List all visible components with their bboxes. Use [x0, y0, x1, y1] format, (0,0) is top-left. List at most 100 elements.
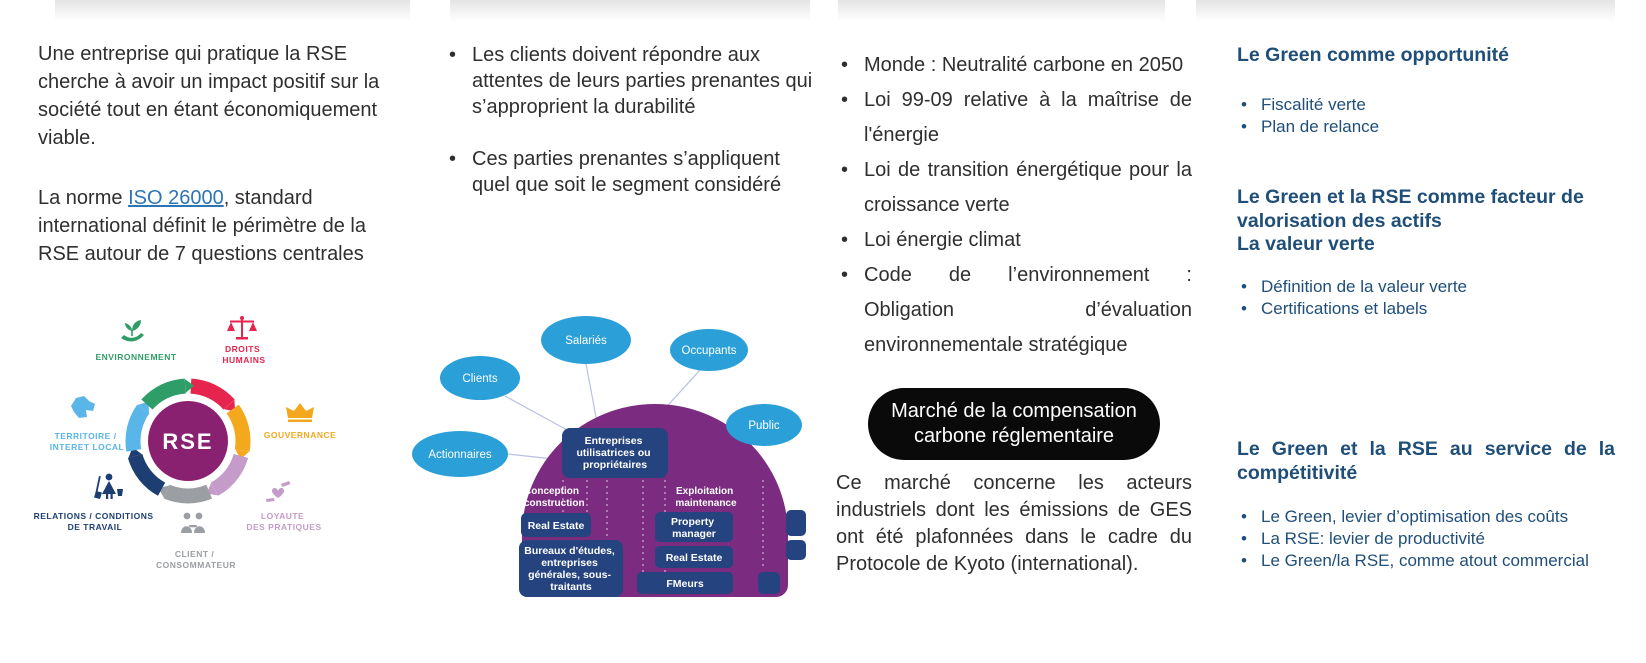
ring-arrow-droits	[223, 399, 236, 412]
bullet-item: Loi énergie climat	[836, 223, 1192, 258]
property-manager-box	[655, 512, 733, 542]
list-valeur-verte: Définition de la valeur verte Certificat…	[1237, 276, 1615, 320]
real-estate-left-label: Real Estate	[528, 520, 585, 532]
fmeurs-label: FMeurs	[666, 578, 704, 590]
bullet-item: Le Green/la RSE, comme atout commercial	[1237, 550, 1615, 572]
worker-icon	[94, 473, 123, 499]
rse-label-relations: RELATIONS / CONDITIONS DE TRAVAIL	[34, 511, 157, 532]
heading-text: Le Green comme opportunité	[1237, 44, 1509, 66]
pill-line-2: carbone réglementaire	[913, 425, 1115, 447]
ring-arrow-territoire	[137, 401, 149, 414]
dashed-separators	[562, 480, 764, 594]
iso-26000-link[interactable]: ISO 26000	[128, 187, 224, 209]
ring-segment-relations	[127, 453, 166, 496]
iso-paragraph-suffix: , standard international définit le péri…	[38, 187, 366, 265]
clipped-box-fragment	[786, 510, 806, 536]
rse-label-client: CLIENT / CONSOMMATEUR	[156, 549, 236, 570]
heading-valorisation-actifs: Le Green et la RSE comme facteur de valo…	[1237, 186, 1615, 257]
bullet-item: Monde : Neutralité carbone en 2050	[836, 48, 1192, 83]
bullet-item: Plan de relance	[1237, 116, 1615, 138]
occupants-ellipse	[670, 329, 748, 371]
list-green-opportunite: Fiscalité verte Plan de relance	[1237, 94, 1615, 138]
ring-segment-droits	[190, 378, 235, 410]
real-estate-right-label: Real Estate	[666, 552, 723, 564]
fmeurs-box	[637, 572, 733, 594]
column-rse-intro: Une entreprise qui pratique la RSE cherc…	[38, 40, 400, 268]
salaries-label: Salariés	[565, 335, 607, 347]
top-banner-fade-2	[450, 0, 810, 24]
plant-hand-icon	[121, 320, 144, 342]
bullet-item: Fiscalité verte	[1237, 94, 1615, 116]
rse-ring: RSE	[125, 378, 251, 504]
heading-competitivite: Le Green et la RSE au service de la comp…	[1237, 438, 1615, 485]
rse-label-environnement: ENVIRONNEMENT	[95, 352, 176, 362]
ring-segment-client	[163, 484, 213, 504]
bullet-item: Les clients doivent répondre aux attente…	[444, 42, 816, 120]
bullet-item: Définition de la valeur verte	[1237, 276, 1615, 298]
iso-paragraph: La norme ISO 26000, standard internation…	[38, 184, 400, 268]
actionnaires-ellipse	[412, 431, 508, 477]
salaries-ellipse	[541, 316, 631, 364]
bullet-item: Loi 99-09 relative à la maîtrise de l'én…	[836, 83, 1192, 153]
bullet-item: Loi de transition énergétique pour la cr…	[836, 153, 1192, 223]
bullet-item: La RSE: levier de productivité	[1237, 528, 1615, 550]
clipped-box-fragment	[786, 540, 806, 560]
clipped-box-fragment	[758, 572, 780, 594]
rse-label-gouvernance: GOUVERNANCE	[264, 430, 337, 440]
real-estate-left-box	[521, 513, 591, 537]
ring-segment-environnement	[141, 378, 186, 410]
ring-arrow-gouvernance	[235, 449, 250, 460]
heading-green-opportunite: Le Green comme opportunité	[1237, 44, 1615, 68]
intro-paragraph: Une entreprise qui pratique la RSE cherc…	[38, 43, 380, 149]
heading-text: Le Green et la RSE comme facteur de valo…	[1237, 186, 1615, 257]
column-parties-prenantes: Les clients doivent répondre aux attente…	[444, 42, 816, 198]
rse-center-circle	[148, 401, 228, 481]
rse-label-droits-humains: DROITS HUMAINS	[222, 344, 265, 365]
top-banner-fade-3	[838, 0, 1165, 24]
clients-label: Clients	[462, 373, 497, 385]
top-banner-fade-1	[55, 0, 410, 24]
conception-zone-label: Conception construction	[524, 486, 585, 509]
bureaux-box	[519, 540, 623, 597]
map-region-icon	[71, 396, 95, 418]
heading-line: Le Green et la RSE comme facteur de valo…	[1237, 186, 1584, 232]
ring-segment-territoire	[125, 404, 150, 452]
bullet-item: Ces parties prenantes s’appliquent quel …	[444, 146, 816, 198]
scales-icon	[227, 316, 257, 340]
stakeholder-dome-diagram: Entreprises utilisatrices ou propriétair…	[412, 316, 806, 597]
real-estate-right-box	[655, 546, 733, 568]
rse-center-label: RSE	[162, 429, 213, 454]
ring-segment-loyaute	[210, 453, 249, 496]
bureaux-box-label: Bureaux d'études, entreprises générales,…	[524, 545, 618, 593]
exploitation-zone-label: Exploitation maintenance	[675, 486, 737, 509]
actionnaires-label: Actionnaires	[428, 449, 492, 461]
clients-ellipse	[440, 356, 520, 400]
stakeholder-ellipses: Clients Salariés Occupants Public Action…	[412, 316, 802, 477]
kyoto-paragraph: Ce marché concerne les acteurs industrie…	[836, 472, 1192, 575]
rse-label-territoire: TERRITOIRE / INTERET LOCAL	[50, 431, 125, 452]
heading-line: La valeur verte	[1237, 233, 1375, 255]
column-reglementation: Monde : Neutralité carbone en 2050 Loi 9…	[836, 48, 1192, 363]
heart-in-hands-icon	[266, 481, 291, 502]
public-ellipse	[726, 404, 802, 446]
pill-line-1: Marché de la compensation	[891, 400, 1137, 422]
iso-paragraph-prefix: La norme	[38, 187, 129, 209]
bullet-item: Le Green, levier d’optimisation des coût…	[1237, 506, 1615, 528]
heading-text: Le Green et la RSE au service de la comp…	[1237, 438, 1615, 484]
list-competitivite: Le Green, levier d’optimisation des coût…	[1237, 506, 1615, 572]
entreprises-box	[562, 428, 668, 478]
top-banner-fade-4	[1196, 0, 1615, 24]
handshake-people-icon	[181, 512, 205, 533]
occupants-label: Occupants	[682, 345, 737, 357]
ring-segment-gouvernance	[226, 404, 251, 452]
rse-label-loyaute: LOYAUTE DES PRATIQUES	[246, 511, 321, 532]
ring-arrow-environnement	[184, 379, 195, 393]
entreprises-box-label: Entreprises utilisatrices ou propriétair…	[576, 435, 653, 471]
compensation-market-pill: Marché de la compensation carbone réglem…	[868, 388, 1160, 460]
property-manager-label: Property manager	[671, 516, 717, 540]
crown-icon	[286, 403, 314, 422]
public-label: Public	[748, 420, 780, 432]
bullet-item: Certifications et labels	[1237, 298, 1615, 320]
bullet-item: Code de l’environnement : Obligation d’é…	[836, 258, 1192, 363]
